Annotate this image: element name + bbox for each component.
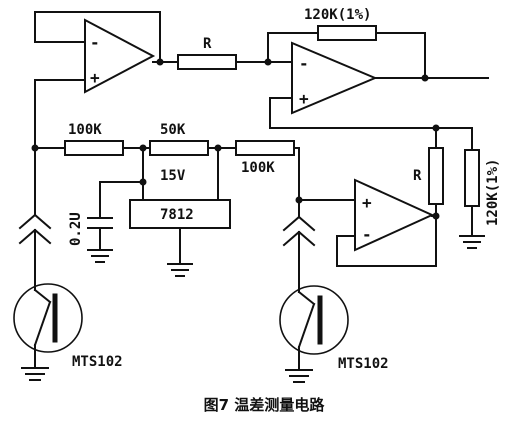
resistor-120k-right-label: 120K(1%) [485,159,501,226]
resistor-100k-right [235,140,295,156]
opamp-1-minus-sign: - [90,33,100,52]
opamp-3-minus-sign: - [362,225,372,244]
supply-15v-label: 15V [160,168,186,184]
resistor-r-right [428,147,444,205]
resistor-120k-right [464,149,480,207]
opamp-2-minus-sign: - [299,54,309,73]
figure-caption: 图7 温差测量电路 [204,396,326,414]
resistor-100k-left-label: 100K [68,122,102,138]
junction-dot [432,212,440,220]
ground-icon [87,249,113,263]
resistor-r-top-label: R [203,36,212,52]
resistor-100k-right-label: 100K [241,160,275,176]
feedback-wire-left [267,32,319,63]
resistor-120k-feedback-top-label: 120K(1%) [304,7,371,23]
opamp-3-feedback-wire [336,215,437,267]
opamp-2-plus-sign: + [299,89,309,108]
resistor-100k-left [64,140,124,156]
opamp-3: + - [354,178,435,252]
resistor-50k [149,140,209,156]
capacitor-label: 0.2U [68,212,84,246]
sensor-left-connector-icon [18,147,52,291]
junction-dot [156,58,164,66]
opamp-2-plus-input-wire [269,97,437,149]
capacitor [87,217,113,251]
sensor-right-connector-icon [282,199,316,293]
opamp-1-plus-sign: + [90,68,100,87]
sensor-left-label: MTS102 [72,354,123,370]
regulator-7812-label: 7812 [160,207,194,223]
resistor-r-top [177,54,237,70]
sensor-left-transistor-icon [13,283,83,369]
resistor-50k-label: 50K [160,122,186,138]
resistor-120k-feedback-top [317,25,377,41]
wire-to-120k-right [435,127,473,151]
resistor-r-right-label: R [413,168,422,184]
wire [293,147,300,209]
opamp-1-feedback-wire [34,11,161,63]
opamp-1-plus-input-wire [34,79,86,149]
capacitor-wire [99,181,144,219]
opamp-1: - + [84,18,156,94]
feedback-wire-right [375,32,426,79]
junction-dot [421,74,429,82]
opamp-3-plus-sign: + [362,193,372,212]
ground-icon [285,369,313,383]
ground-icon [459,235,485,249]
opamp-2: - + [291,41,378,115]
ground-icon [167,263,193,277]
sensor-right-label: MTS102 [338,356,389,372]
sensor-right-transistor-icon [279,285,349,371]
ground-icon [21,367,49,381]
